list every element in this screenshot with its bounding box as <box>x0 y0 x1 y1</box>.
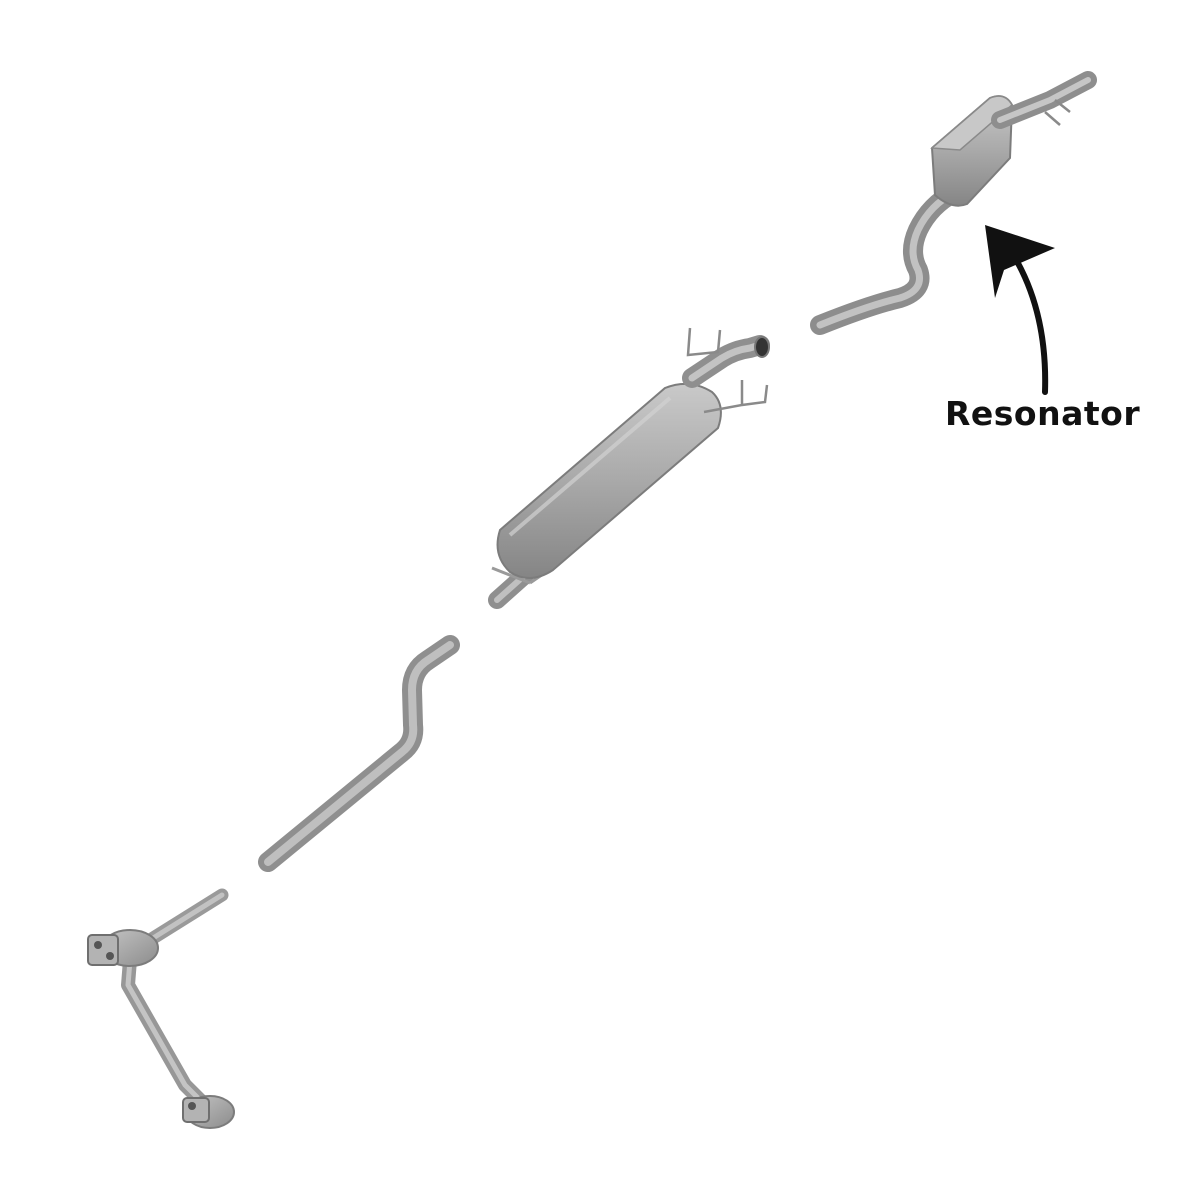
intermediate-pipe <box>258 635 460 872</box>
resonator <box>930 71 1097 207</box>
muffler <box>488 327 770 609</box>
resonator-label: Resonator <box>945 394 1141 433</box>
tail-pipe <box>810 182 965 335</box>
manifold-y-pipe <box>87 888 235 1129</box>
curved-arrow-icon <box>985 225 1055 395</box>
